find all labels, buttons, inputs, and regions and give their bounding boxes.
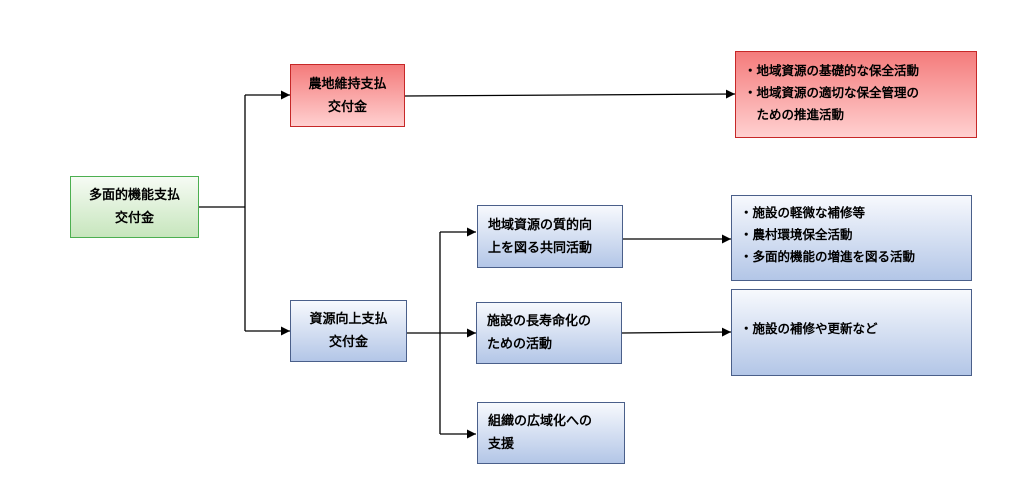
arrow-farmland-to-detail — [404, 89, 736, 99]
quality-detail-box: 施設の軽微な補修等 農村環境保全活動 多面的機能の増進を図る活動 — [731, 195, 972, 281]
farmland-detail-box: 地域資源の基礎的な保全活動 地域資源の適切な保全管理の ための推進活動 — [735, 51, 977, 138]
farmland-node: 農地維持支払 交付金 — [290, 64, 405, 127]
longevity-branch-node: 施設の長寿命化の ための活動 — [476, 302, 622, 364]
regional-branch-node: 組織の広域化への 支援 — [477, 402, 625, 464]
improvement-node: 資源向上支払 交付金 — [290, 300, 407, 362]
quality-detail-item: 施設の軽微な補修等 — [740, 202, 963, 224]
quality-branch-node: 地域資源の質的向 上を図る共同活動 — [477, 205, 623, 268]
root-node: 多面的機能支払 交付金 — [70, 176, 199, 238]
farmland-detail-item: 地域資源の適切な保全管理の — [744, 82, 968, 104]
quality-detail-item: 農村環境保全活動 — [740, 224, 963, 246]
arrow-longevity-to-detail — [621, 327, 732, 337]
farmland-detail-item: ための推進活動 — [756, 107, 845, 122]
farmland-detail-item: 地域資源の基礎的な保全活動 — [744, 60, 968, 82]
longevity-detail-item: 施設の補修や更新など — [740, 318, 963, 340]
quality-detail-item: 多面的機能の増進を図る活動 — [740, 246, 963, 268]
longevity-detail-box: 施設の補修や更新など — [731, 289, 972, 376]
